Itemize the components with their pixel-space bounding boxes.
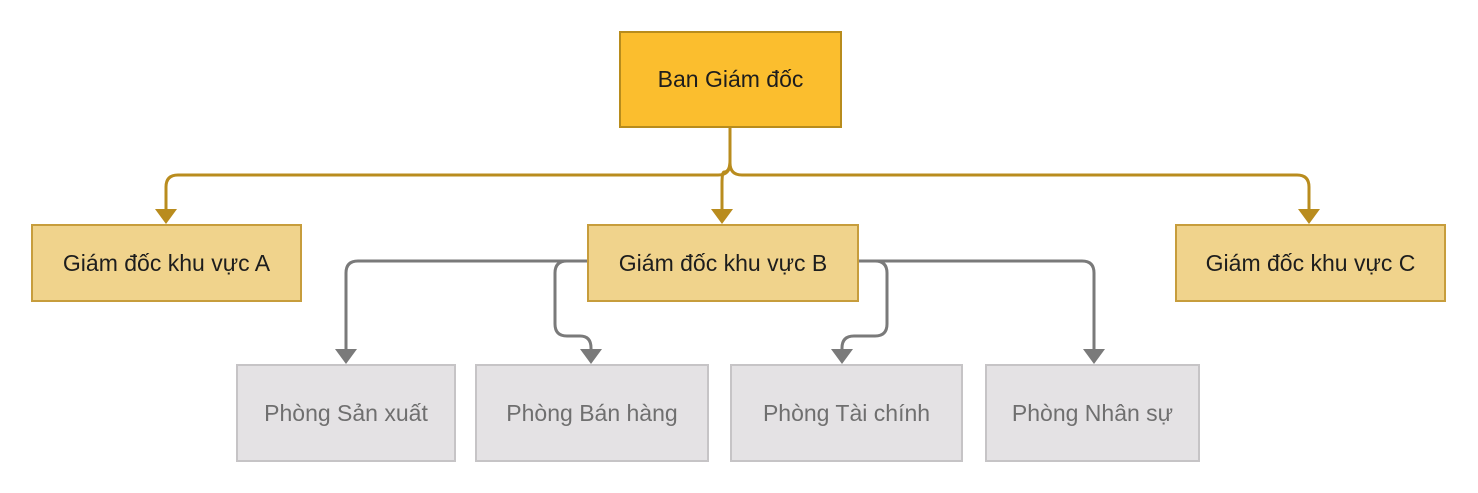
connector-region-b-to-production <box>344 259 587 353</box>
arrowhead-sales <box>580 349 602 364</box>
node-regional-director-c: Giám đốc khu vực C <box>1175 224 1446 302</box>
node-department-finance: Phòng Tài chính <box>730 364 963 462</box>
arrowhead-hr <box>1083 349 1105 364</box>
connector-board-to-region-c <box>728 128 1311 213</box>
node-department-production: Phòng Sản xuất <box>236 364 456 462</box>
node-regional-director-b: Giám đốc khu vực B <box>587 224 859 302</box>
node-board-of-directors: Ban Giám đốc <box>619 31 842 128</box>
connector-region-b-to-finance <box>840 259 889 353</box>
node-department-sales: Phòng Bán hàng <box>475 364 709 462</box>
connector-board-to-region-a <box>164 128 732 213</box>
arrowhead-production <box>335 349 357 364</box>
arrowhead-region-c <box>1298 209 1320 224</box>
arrowhead-region-b <box>711 209 733 224</box>
node-regional-director-a: Giám đốc khu vực A <box>31 224 302 302</box>
node-department-hr: Phòng Nhân sự <box>985 364 1200 462</box>
connector-region-b-to-sales <box>553 259 593 353</box>
connector-region-b-to-hr <box>859 259 1096 353</box>
arrowhead-finance <box>831 349 853 364</box>
arrowhead-region-a <box>155 209 177 224</box>
